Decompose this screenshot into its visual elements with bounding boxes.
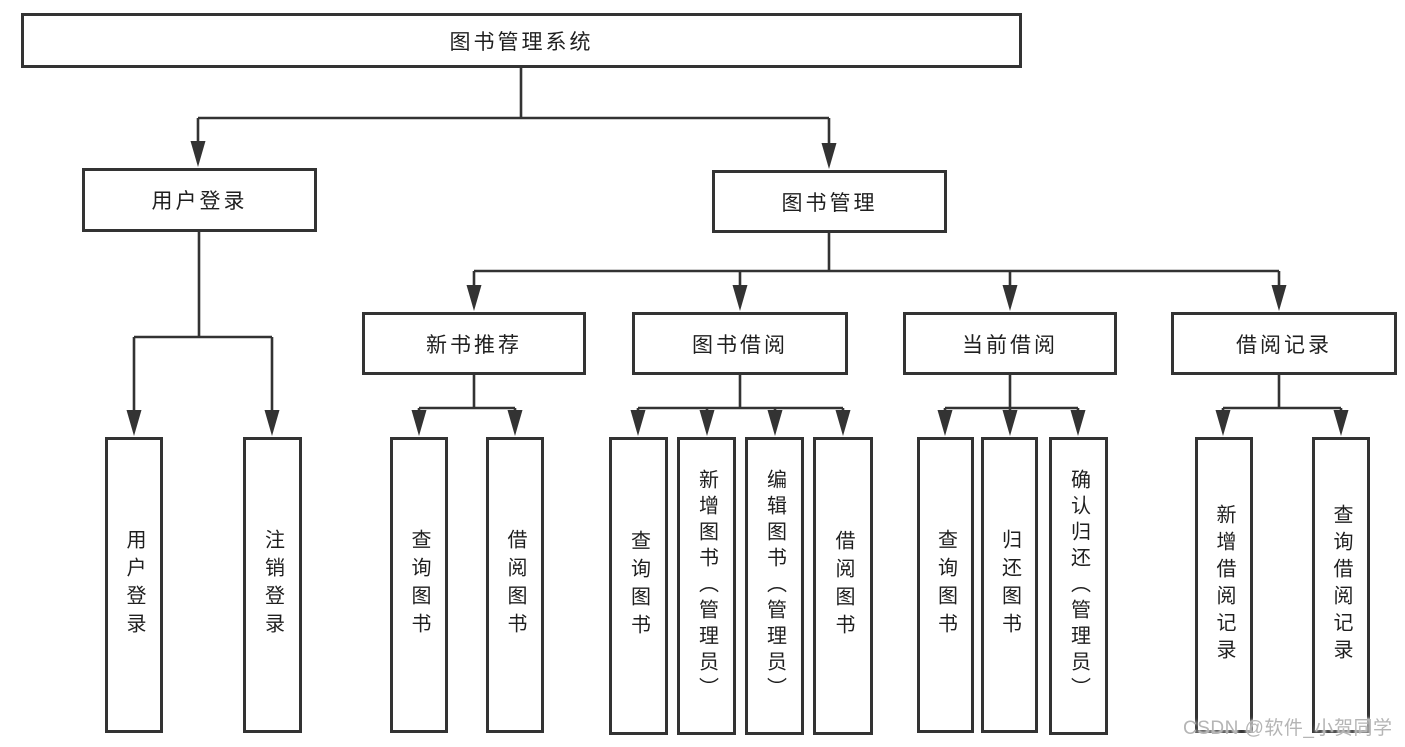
- node-new-book-recommend: 新书推荐: [362, 312, 586, 375]
- node-book-management: 图书管理: [712, 170, 947, 233]
- leaf-newbooks-query-books: 查询图书: [390, 437, 448, 733]
- leaf-user-login: 用户登录: [105, 437, 163, 733]
- leaf-borrowing-edit-books-admin: 编辑图书（管理员）: [745, 437, 804, 735]
- node-book-borrowing: 图书借阅: [632, 312, 848, 375]
- arrowhead-icons: [126, 141, 1349, 436]
- leaf-current-return-books: 归还图书: [981, 437, 1038, 733]
- leaf-borrowing-query-books: 查询图书: [609, 437, 668, 735]
- node-root: 图书管理系统: [21, 13, 1022, 68]
- leaf-records-query-record: 查询借阅记录: [1312, 437, 1370, 733]
- leaf-logout-login: 注销登录: [243, 437, 302, 733]
- leaf-borrowing-add-books-admin: 新增图书（管理员）: [677, 437, 736, 735]
- leaf-current-query-books: 查询图书: [917, 437, 974, 733]
- leaf-records-add-record: 新增借阅记录: [1195, 437, 1253, 733]
- node-current-borrow: 当前借阅: [903, 312, 1117, 375]
- leaf-borrowing-borrow-books: 借阅图书: [813, 437, 873, 735]
- watermark: CSDN @软件_小贺同学: [1183, 718, 1393, 739]
- leaf-newbooks-borrow-books: 借阅图书: [486, 437, 544, 733]
- node-user-login: 用户登录: [82, 168, 317, 232]
- leaf-current-confirm-return-admin: 确认归还（管理员）: [1049, 437, 1108, 735]
- node-borrow-records: 借阅记录: [1171, 312, 1397, 375]
